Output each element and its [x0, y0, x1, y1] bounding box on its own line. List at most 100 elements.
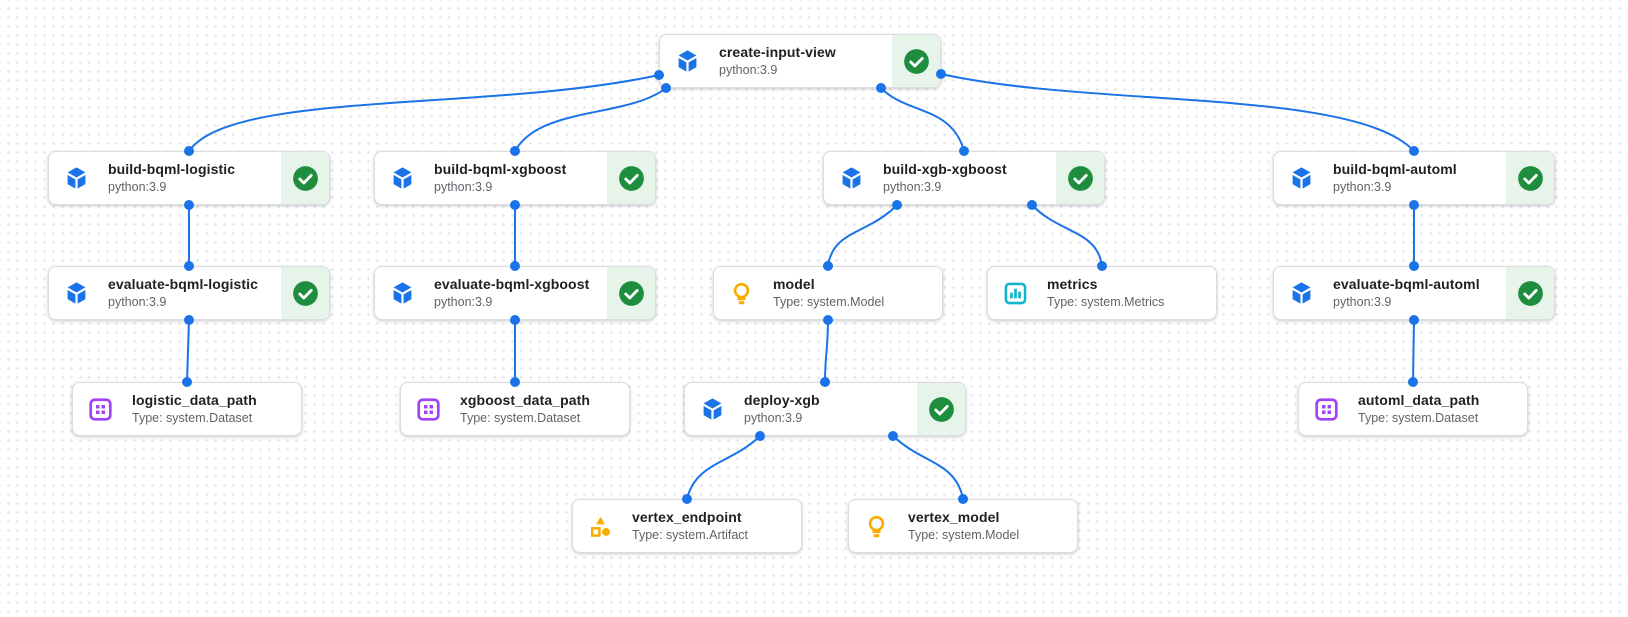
- node-title: deploy-xgb: [744, 391, 820, 408]
- node-subtitle: python:3.9: [434, 294, 493, 309]
- status-badge-succeeded: [917, 383, 965, 435]
- success-icon: [1067, 165, 1093, 191]
- node-text: evaluate-bqml-automl python:3.9: [1333, 276, 1480, 310]
- success-icon: [928, 396, 954, 422]
- node-subtitle: python:3.9: [744, 410, 803, 425]
- edge-build-xgb-xgboost-to-model: [827, 204, 898, 267]
- node-subtitle: Type: system.Model: [773, 294, 885, 309]
- status-badge-succeeded: [1506, 267, 1554, 319]
- cube-icon: [1288, 165, 1315, 192]
- edge-create-input-view-to-build-bqml-logistic: [188, 74, 660, 152]
- node-title: automl_data_path: [1358, 391, 1480, 408]
- status-badge-succeeded: [281, 152, 329, 204]
- pipeline-node-build-bqml-xgboost[interactable]: build-bqml-xgboost python:3.9: [374, 151, 656, 205]
- status-badge-succeeded: [1506, 152, 1554, 204]
- success-icon: [903, 48, 929, 74]
- edge-model-to-deploy-xgb: [824, 319, 829, 383]
- pipeline-node-evaluate-bqml-xgboost[interactable]: evaluate-bqml-xgboost python:3.9: [374, 266, 656, 320]
- success-icon: [292, 280, 318, 306]
- cube-icon: [63, 165, 90, 192]
- cube-icon: [1288, 280, 1315, 307]
- node-title: build-bqml-logistic: [108, 160, 236, 177]
- cube-icon: [838, 165, 865, 192]
- edge-evaluate-bqml-logistic-to-logistic_data_path: [186, 319, 190, 383]
- node-subtitle: Type: system.Dataset: [132, 410, 253, 425]
- node-subtitle: Type: system.Dataset: [460, 410, 581, 425]
- node-text: deploy-xgb python:3.9: [744, 392, 820, 426]
- node-subtitle: Type: system.Dataset: [1358, 410, 1479, 425]
- node-subtitle: Type: system.Artifact: [632, 527, 749, 542]
- pipeline-node-evaluate-bqml-automl[interactable]: evaluate-bqml-automl python:3.9: [1273, 266, 1555, 320]
- cube-icon: [389, 165, 416, 192]
- cube-icon: [63, 280, 90, 307]
- node-title: evaluate-bqml-xgboost: [434, 275, 590, 292]
- node-text: create-input-view python:3.9: [719, 44, 836, 78]
- success-icon: [618, 280, 644, 306]
- model-icon: [728, 280, 755, 307]
- node-subtitle: python:3.9: [719, 62, 778, 77]
- cube-icon: [674, 48, 701, 75]
- edge-create-input-view-to-build-bqml-automl: [940, 73, 1415, 152]
- pipeline-node-deploy-xgb[interactable]: deploy-xgb python:3.9: [684, 382, 966, 436]
- edge-deploy-xgb-to-vertex_model: [892, 435, 964, 500]
- edge-create-input-view-to-build-bqml-xgboost: [514, 87, 667, 152]
- success-icon: [292, 165, 318, 191]
- node-title: build-bqml-automl: [1333, 160, 1457, 177]
- edge-evaluate-bqml-automl-to-automl_data_path: [1412, 319, 1415, 383]
- node-subtitle: python:3.9: [434, 179, 493, 194]
- status-badge-succeeded: [607, 267, 655, 319]
- model-icon: [863, 513, 890, 540]
- dataset-icon: [87, 396, 114, 423]
- node-text: evaluate-bqml-xgboost python:3.9: [434, 276, 589, 310]
- node-title: build-bqml-xgboost: [434, 160, 567, 177]
- status-badge-succeeded: [281, 267, 329, 319]
- node-title: xgboost_data_path: [460, 391, 591, 408]
- success-icon: [1517, 165, 1543, 191]
- status-badge-succeeded: [607, 152, 655, 204]
- node-title: evaluate-bqml-automl: [1333, 275, 1480, 292]
- success-icon: [618, 165, 644, 191]
- pipeline-node-build-bqml-automl[interactable]: build-bqml-automl python:3.9: [1273, 151, 1555, 205]
- pipeline-node-create-input-view[interactable]: create-input-view python:3.9: [659, 34, 941, 88]
- metrics-icon: [1002, 280, 1029, 307]
- cube-icon: [389, 280, 416, 307]
- node-title: create-input-view: [719, 43, 836, 60]
- node-title: vertex_endpoint: [632, 508, 742, 525]
- node-title: logistic_data_path: [132, 391, 257, 408]
- node-title: evaluate-bqml-logistic: [108, 275, 259, 292]
- node-subtitle: Type: system.Model: [908, 527, 1020, 542]
- edge-build-xgb-xgboost-to-metrics: [1031, 204, 1103, 267]
- cube-icon: [699, 396, 726, 423]
- node-text: build-bqml-xgboost python:3.9: [434, 161, 566, 195]
- dataset-icon: [415, 396, 442, 423]
- artifact-icon: [587, 513, 614, 540]
- node-text: build-bqml-automl python:3.9: [1333, 161, 1457, 195]
- edge-deploy-xgb-to-vertex_endpoint: [686, 435, 761, 500]
- node-subtitle: Type: system.Metrics: [1047, 294, 1165, 309]
- node-subtitle: python:3.9: [1333, 294, 1392, 309]
- node-title: model: [773, 275, 815, 292]
- node-subtitle: python:3.9: [1333, 179, 1392, 194]
- edge-create-input-view-to-build-xgb-xgboost: [880, 87, 965, 152]
